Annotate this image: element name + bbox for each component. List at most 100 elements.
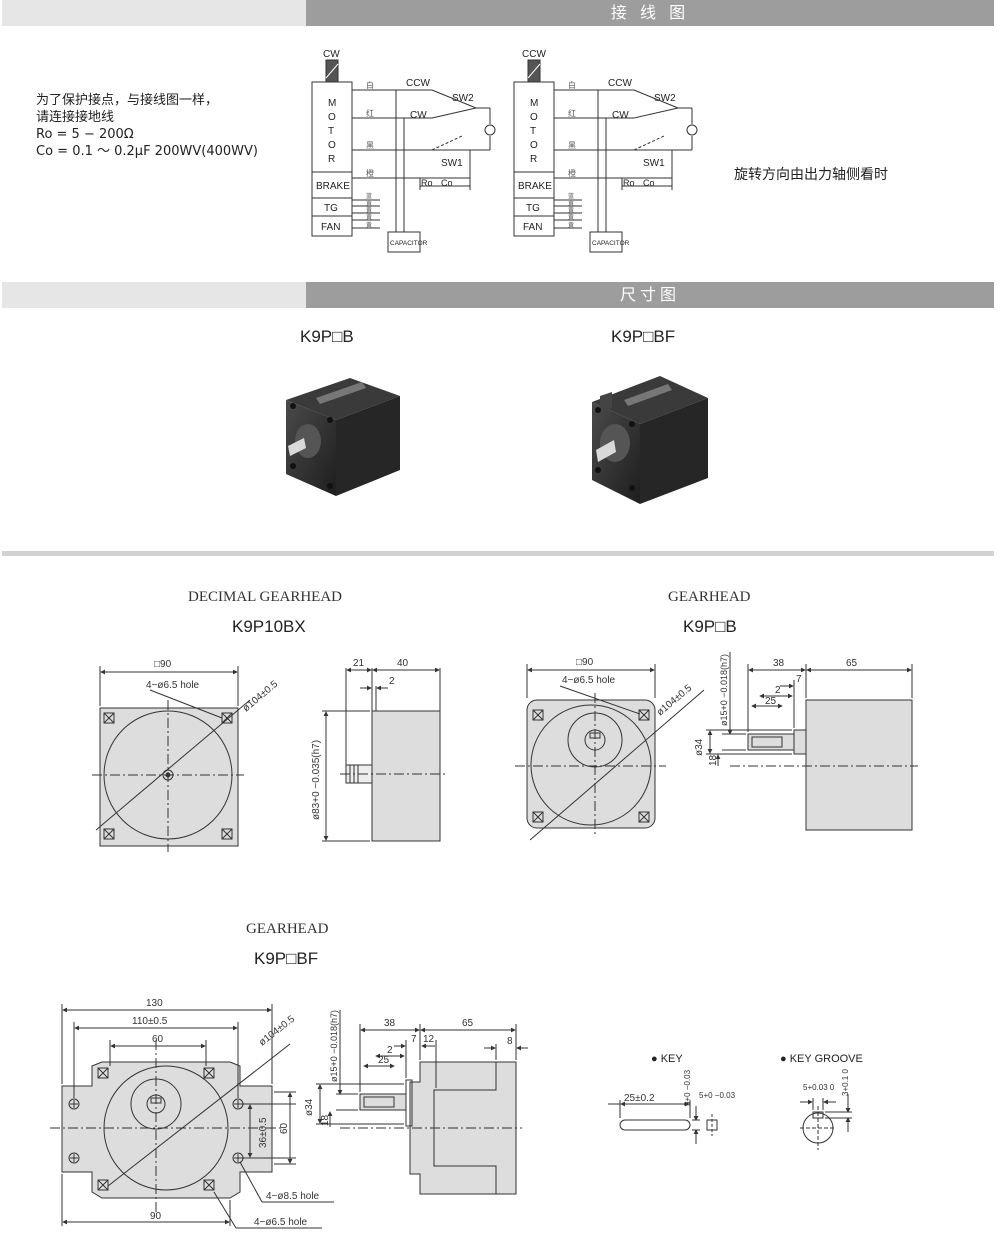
- drawing2-caption: GEARHEAD: [668, 589, 751, 605]
- capacitor-label: CAPACITOR: [390, 240, 428, 247]
- sw2-label: SW2: [452, 93, 474, 104]
- drawing2-dim-2: 2: [775, 685, 781, 696]
- motor-letter-o1: O: [328, 112, 336, 123]
- wire-color-white: 白: [568, 80, 576, 90]
- drawing3-dim-12: 12: [423, 1034, 435, 1045]
- drawing2-dim-7: 7: [796, 674, 802, 685]
- drawing1-model: K9P10BX: [232, 617, 306, 636]
- wire-color-yellow2: 黄: [366, 206, 372, 214]
- wire-color-yellow3: 黄: [568, 213, 574, 221]
- drawing3-dim-65: 65: [462, 1018, 474, 1029]
- wire-color-red: 红: [568, 108, 576, 118]
- ro-label: Ro: [623, 178, 635, 188]
- motor-letter-o1: O: [530, 112, 538, 123]
- motor-letter-t: T: [530, 126, 536, 137]
- drawing3-shaft-dim: ø15+0 −0.018(h7): [329, 1010, 339, 1082]
- product-image-k9p-bf: [592, 376, 708, 504]
- drawing3-dim-90: 90: [150, 1211, 162, 1222]
- wire-color-blue: 蓝: [568, 192, 574, 200]
- wiring-note: 为了保护接点，与接线图一样， 请连接接地线 Ro = 5 − 200Ω Co =…: [36, 92, 258, 160]
- cw-label: CW: [410, 110, 427, 121]
- wire-color-yellow4: 黄: [366, 221, 372, 229]
- drawing3-dim-130: 130: [146, 998, 163, 1009]
- ro-label: Ro: [421, 178, 433, 188]
- wiring-diagram-cw: CW M O T O R BRAKE TG FAN 白 红 黑 橙 蓝 黄 黄 …: [311, 49, 496, 253]
- wiring-note-line4: Co = 0.1 ～ 0.2μF 200WV(400WV): [36, 144, 258, 159]
- key-groove-depth-dim: 3+0.1 0: [841, 1069, 850, 1096]
- drawing1-holes-dim: 4−ø6.5 hole: [146, 680, 200, 691]
- key-width-dim: 5+0 −0.03: [699, 1091, 736, 1100]
- drawing3-dim-18: 18: [320, 1114, 331, 1126]
- product-image-k9p-b: [286, 378, 400, 496]
- drawing3-dim-60: 60: [152, 1034, 164, 1045]
- drawing2-dim-18: 18: [708, 754, 719, 766]
- fan-label: FAN: [321, 222, 340, 233]
- wiring-direction-label: CW: [323, 49, 340, 60]
- brake-label: BRAKE: [316, 181, 350, 192]
- drawing3-front-view: [50, 1004, 334, 1229]
- wiring-direction-label: CCW: [522, 49, 546, 60]
- sw1-label: SW1: [643, 158, 665, 169]
- drawing1-front-view: [92, 666, 251, 852]
- wire-color-black: 黑: [366, 141, 374, 150]
- wire-color-yellow1: 黄: [568, 199, 574, 207]
- sw2-label: SW2: [654, 93, 676, 104]
- drawing3-dim-7: 7: [411, 1034, 417, 1045]
- drawing1-caption: DECIMAL GEARHEAD: [188, 589, 343, 605]
- drawing2-dim-34: ø34: [694, 738, 705, 756]
- co-label: Co: [441, 178, 453, 188]
- key-groove-label: ● KEY GROOVE: [780, 1053, 863, 1065]
- drawing3-dim-8: 8: [507, 1036, 513, 1047]
- wiring-diagram-ccw: CCW M O T O R BRAKE TG FAN 白 红 黑 橙 蓝 黄 黄…: [513, 49, 698, 253]
- dimensions-header-title: 尺寸图: [619, 285, 680, 304]
- co-label: Co: [643, 178, 655, 188]
- tg-label: TG: [526, 203, 540, 214]
- drawing3-model: K9P□BF: [254, 949, 319, 968]
- wiring-header-bar: 接 线 图: [2, 0, 994, 26]
- drawing2-model: K9P□B: [683, 617, 737, 636]
- capacitor-label: CAPACITOR: [592, 240, 630, 247]
- motor-letter-o2: O: [530, 140, 538, 151]
- sw1-label: SW1: [441, 158, 463, 169]
- wire-color-orange: 橙: [568, 168, 576, 178]
- wire-color-red: 红: [366, 108, 374, 118]
- motor-letter-m: M: [530, 98, 538, 109]
- product-model-right: K9P□BF: [611, 327, 676, 346]
- wiring-note-line1: 为了保护接点，与接线图一样，: [36, 93, 219, 108]
- drawing2-side-view: [706, 652, 918, 831]
- wire-color-yellow3: 黄: [366, 213, 372, 221]
- drawing3-dim-60v: 60: [279, 1122, 290, 1134]
- wire-color-orange: 橙: [366, 168, 374, 178]
- section-divider: [2, 551, 994, 556]
- drawing3-caption: GEARHEAD: [246, 921, 329, 937]
- motor-letter-r: R: [530, 154, 537, 165]
- wiring-note-line3: Ro = 5 − 200Ω: [36, 127, 134, 142]
- drawing1-pcd-dim: ø104±0.5: [241, 678, 281, 714]
- drawing3-holes85-dim: 4−ø8.5 hole: [266, 1191, 320, 1202]
- drawing2-dim-38: 38: [773, 658, 785, 669]
- drawing2-dim-65: 65: [846, 658, 858, 669]
- drawing2-pcd-dim: ø104±0.5: [655, 682, 695, 718]
- drawing2-shaft-dim: ø15+0 −0.018(h7): [719, 654, 729, 726]
- key-height-dim: 5+0 −0.03: [683, 1069, 692, 1106]
- drawing3-side-view: [316, 1010, 528, 1195]
- wire-color-yellow4: 黄: [568, 221, 574, 229]
- cw-label: CW: [612, 110, 629, 121]
- wiring-header-title: 接 线 图: [610, 3, 690, 22]
- drawing3-holes65-dim: 4−ø6.5 hole: [254, 1217, 308, 1228]
- key-drawing: [608, 1100, 718, 1144]
- product-model-left: K9P□B: [300, 327, 354, 346]
- key-groove-drawing: [800, 1094, 852, 1150]
- drawing1-side-view: [322, 667, 448, 842]
- brake-label: BRAKE: [518, 181, 552, 192]
- drawing1-pilot-dim: ø83+0 −0.035(h7): [311, 740, 322, 820]
- drawing3-dim-2: 2: [387, 1045, 393, 1056]
- drawing3-dim-36: 36±0.5: [258, 1117, 269, 1148]
- wire-color-yellow2: 黄: [568, 206, 574, 214]
- drawing3-dim-34: ø34: [304, 1098, 315, 1116]
- motor-letter-r: R: [328, 154, 335, 165]
- ccw-label: CCW: [406, 78, 430, 89]
- wire-color-yellow1: 黄: [366, 199, 372, 207]
- wire-color-white: 白: [366, 80, 374, 90]
- fan-label: FAN: [523, 222, 542, 233]
